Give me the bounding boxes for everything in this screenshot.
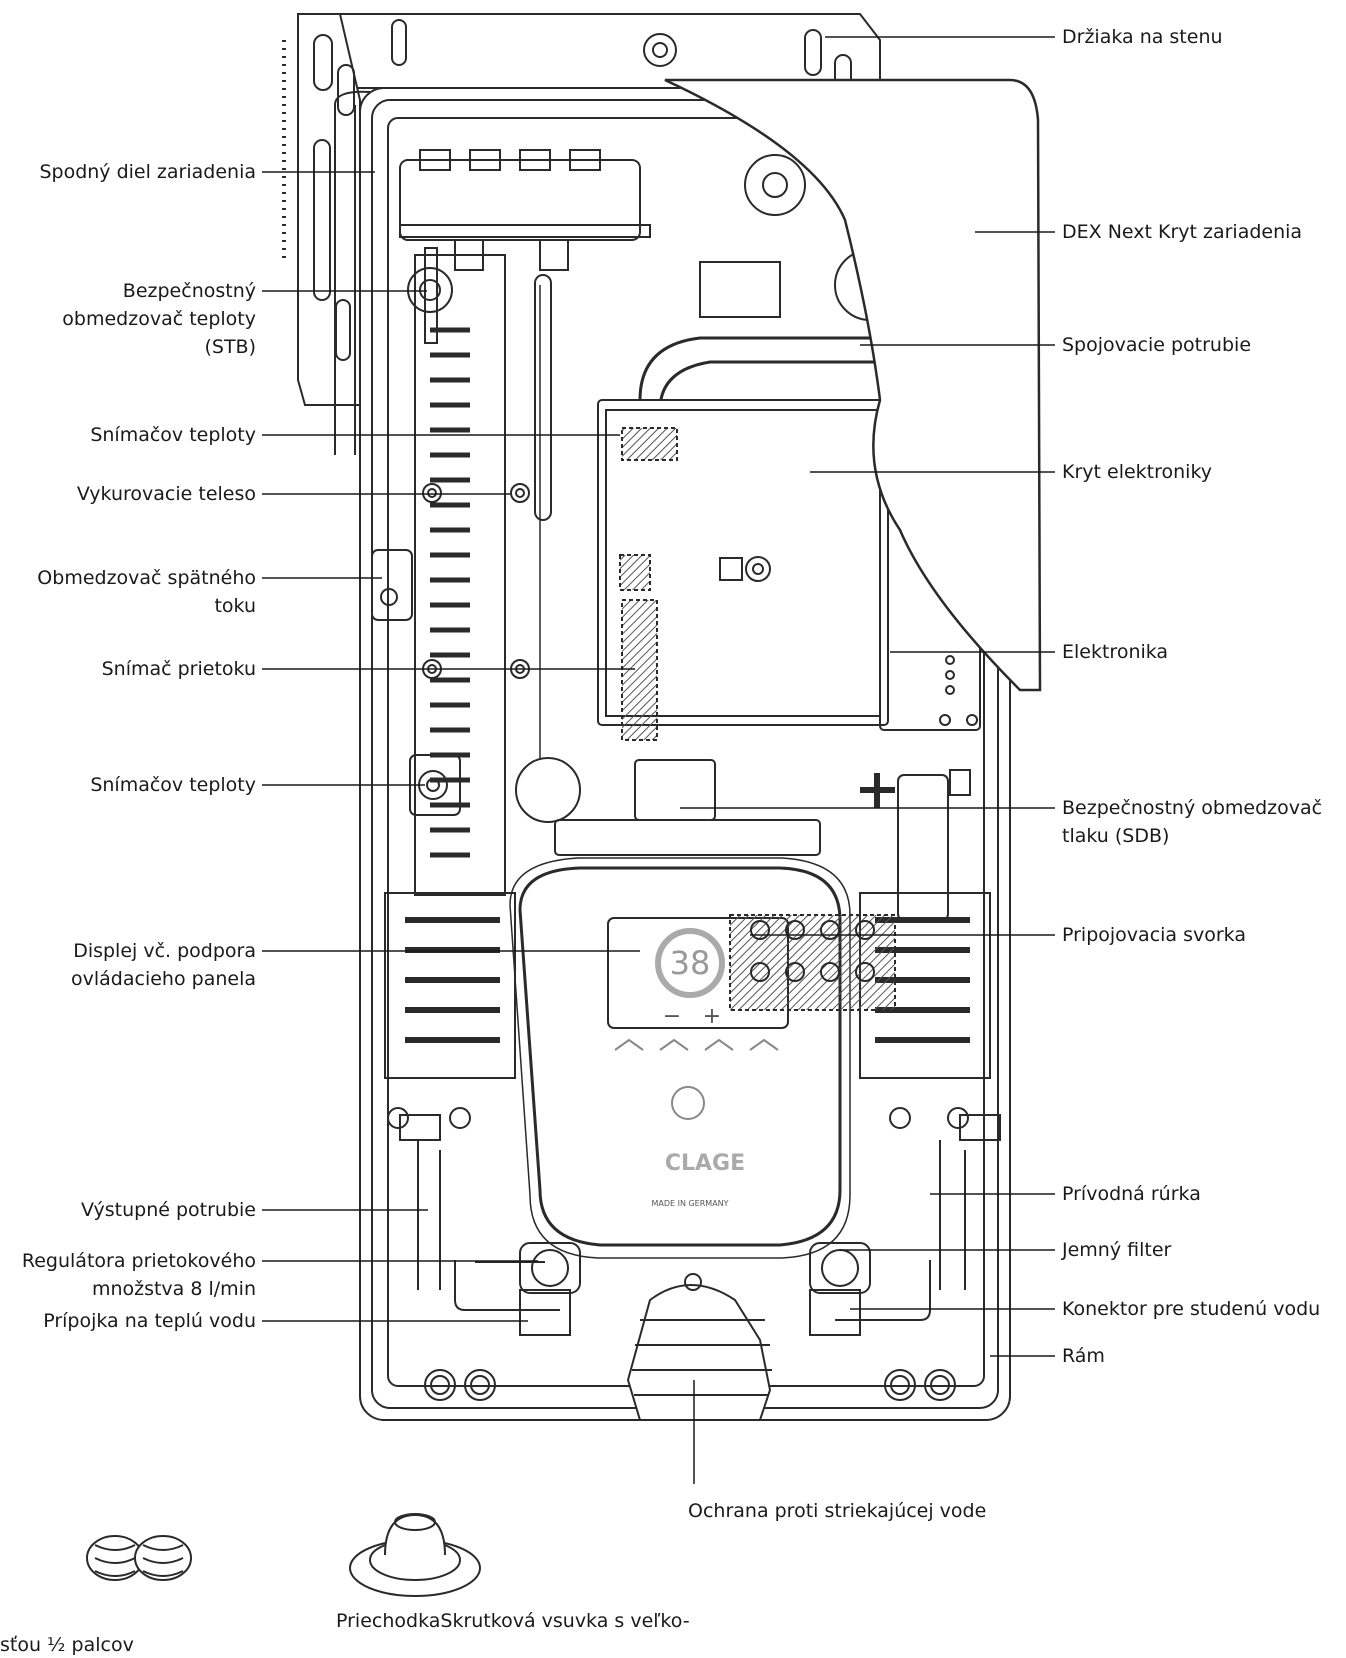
display-plus: + xyxy=(703,1004,721,1029)
label-snimac-teploty-1: Snímačov teploty xyxy=(90,424,256,446)
stb-sensor xyxy=(407,267,453,313)
made-in-text: MADE IN GERMANY xyxy=(651,1199,728,1208)
label-pripojovacia-svorka: Pripojovacia svorka xyxy=(1062,924,1246,946)
label-ram: Rám xyxy=(1062,1345,1105,1367)
device-cover xyxy=(664,78,1042,692)
grommet xyxy=(349,1513,481,1597)
label-snimac-prietoku: Snímač prietoku xyxy=(101,658,256,680)
label-spojovacie-potrubie: Spojovacie potrubie xyxy=(1062,334,1252,356)
label-kryt-zariadenia: DEX Next Kryt zariadenia xyxy=(1062,221,1303,243)
threaded-nipples xyxy=(86,1535,192,1581)
label-privodna-rurka: Prívodná rúrka xyxy=(1062,1183,1201,1205)
caption-priechodka: PriechodkaSkrutková vsuvka s veľko- xyxy=(336,1610,690,1632)
label-spodny-diel: Spodný diel zariadenia xyxy=(39,161,256,183)
splash-guard xyxy=(626,1284,772,1421)
label-kryt-elektroniky: Kryt elektroniky xyxy=(1062,461,1213,483)
leader-lines-left xyxy=(262,171,640,1322)
brand-logo: CLAGE xyxy=(665,1151,745,1176)
bracket-screw xyxy=(643,33,677,67)
label-pripojka-tepla: Prípojka na teplú vodu xyxy=(43,1310,256,1332)
display-minus: − xyxy=(663,1004,681,1029)
label-vykurovacie-teleso: Vykurovacie teleso xyxy=(76,483,256,505)
label-elektronika: Elektronika xyxy=(1062,641,1169,663)
wall-bracket xyxy=(314,13,881,89)
caption-nipple: sťou ½ palcov xyxy=(0,1634,134,1656)
label-drziak: Držiaka na stenu xyxy=(1062,26,1223,48)
display-value: 38 xyxy=(670,944,711,982)
label-jemny-filter: Jemný filter xyxy=(1062,1239,1172,1261)
label-ochrana: Ochrana proti striekajúcej vode xyxy=(688,1500,987,1522)
label-vystupne-potrubie: Výstupné potrubie xyxy=(81,1199,256,1221)
label-konektor-studena: Konektor pre studenú vodu xyxy=(1062,1298,1321,1320)
leader-lines-right xyxy=(680,36,1055,1357)
label-snimac-teploty-2: Snímačov teploty xyxy=(90,774,256,796)
heating-element xyxy=(414,254,506,896)
